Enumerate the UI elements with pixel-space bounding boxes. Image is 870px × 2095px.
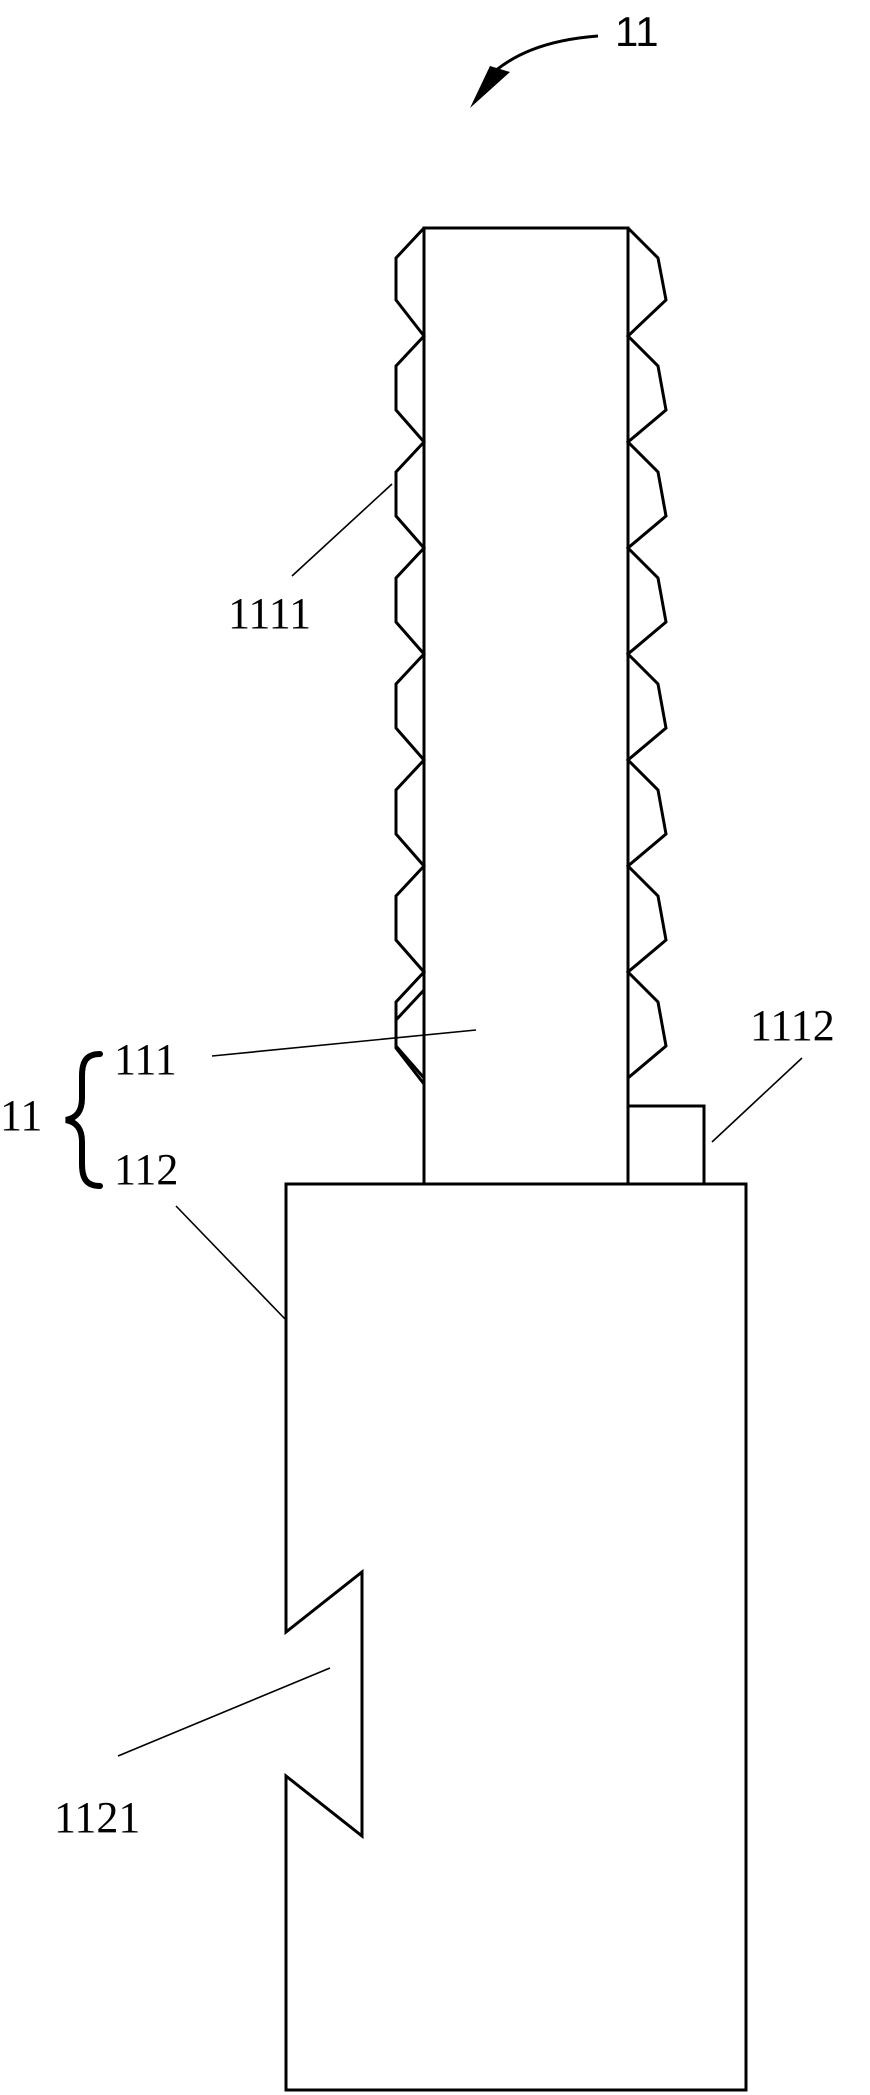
- leader-112: [175, 1205, 287, 1321]
- leader-1111: [291, 483, 393, 577]
- label-threaded-part: 1111: [228, 589, 311, 638]
- leader-1121: [117, 1667, 331, 1757]
- assembly-arrow: [470, 34, 599, 108]
- label-assembly-top: 11: [615, 8, 659, 55]
- upper-shaft-body: [422, 226, 630, 1186]
- leader-1112: [711, 1057, 803, 1143]
- label-small-block: 1112: [750, 1001, 835, 1050]
- leader-111: [211, 1029, 477, 1057]
- label-upper-part: 111: [114, 1035, 177, 1084]
- arrow-head-icon: [470, 66, 510, 108]
- label-assembly-bracket: 11: [0, 1091, 42, 1140]
- left-thread-tooth-lower: [394, 988, 426, 1085]
- left-thread-teeth: [394, 226, 427, 1079]
- lower-body: [284, 1182, 748, 2092]
- small-block: [626, 1104, 706, 1186]
- label-lower-part: 112: [114, 1145, 178, 1194]
- right-thread-teeth: [625, 226, 668, 1080]
- group-brace-icon: [65, 1051, 103, 1189]
- label-notch: 1121: [54, 1793, 140, 1842]
